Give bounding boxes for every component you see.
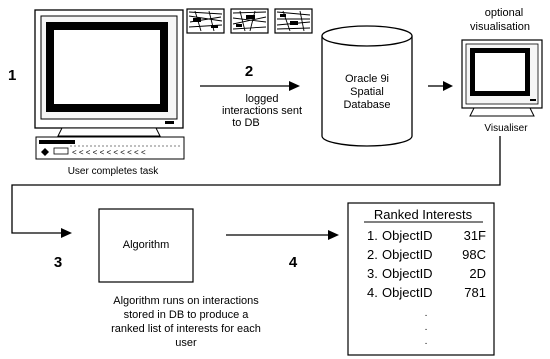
step-2-label: 2 xyxy=(245,63,253,80)
log-image-3 xyxy=(274,8,313,34)
arrow-to-ranked-list xyxy=(226,230,339,240)
arrow-to-database xyxy=(200,81,300,91)
ranked-interests-box xyxy=(347,202,495,356)
algorithm-description: Algorithm runs on interactions stored in… xyxy=(111,295,261,349)
arrow-to-visualiser xyxy=(428,81,453,91)
database-label: Oracle 9i Spatial Database xyxy=(343,73,390,111)
visualiser-caption: Visualiser xyxy=(484,123,528,134)
continuation-dot: · xyxy=(424,324,427,335)
transfer-line-3: to DB xyxy=(232,117,260,129)
connector-to-algorithm xyxy=(11,136,501,238)
ranked-interests-title: Ranked Interests xyxy=(374,207,473,222)
continuation-dot: · xyxy=(424,310,427,321)
ranked-continuation-dots: · · · xyxy=(424,310,427,349)
keyboard-icon: < < < < < < < < < < < xyxy=(35,136,185,160)
transfer-line-2: interactions sent xyxy=(222,105,302,117)
step-3-label: 3 xyxy=(54,254,62,271)
step-4-label: 4 xyxy=(289,254,298,271)
ranked-item-index: 3. xyxy=(367,266,378,281)
algorithm-desc-line-2: stored in DB to produce a xyxy=(124,309,250,321)
log-image-1 xyxy=(186,8,225,34)
visualiser-monitor-icon xyxy=(461,39,543,117)
algorithm-desc-line-4: user xyxy=(175,337,197,349)
ranked-item: 2. ObjectID 98C xyxy=(367,247,486,262)
ranked-item-name: ObjectID xyxy=(382,247,433,262)
ranked-item-name: ObjectID xyxy=(382,266,433,281)
transfer-caption: logged interactions sent to DB xyxy=(222,93,302,129)
ranked-item-name: ObjectID xyxy=(382,285,433,300)
ranked-interest-list: 1. ObjectID 31F 2. ObjectID 98C 3. Objec… xyxy=(367,228,486,349)
algorithm-box-label: Algorithm xyxy=(123,239,169,251)
transfer-line-1: logged xyxy=(245,93,278,105)
algorithm-desc-line-1: Algorithm runs on interactions xyxy=(113,295,259,307)
database-line-3: Database xyxy=(343,99,390,111)
ranked-item: 1. ObjectID 31F xyxy=(367,228,486,243)
log-image-2 xyxy=(230,8,269,34)
log-thumbnails xyxy=(186,8,313,34)
ranked-item-id: 2D xyxy=(469,266,486,281)
ranked-item-index: 1. xyxy=(367,228,378,243)
ranked-item-id: 98C xyxy=(462,247,486,262)
user-caption: User completes task xyxy=(68,166,160,177)
ranked-item-name: ObjectID xyxy=(382,228,433,243)
database-line-2: Spatial xyxy=(350,86,384,98)
algorithm-desc-line-3: ranked list of interests for each xyxy=(111,323,261,335)
database-line-1: Oracle 9i xyxy=(345,73,389,85)
ranked-item-index: 4. xyxy=(367,285,378,300)
svg-text:< < < < < < < < < < <: < < < < < < < < < < < xyxy=(72,148,146,157)
step-1-label: 1 xyxy=(8,67,16,84)
ranked-item-index: 2. xyxy=(367,247,378,262)
ranked-item: 3. ObjectID 2D xyxy=(367,266,486,281)
continuation-dot: · xyxy=(424,338,427,349)
visualiser-heading-line-2: visualisation xyxy=(470,21,530,33)
ranked-item-id: 31F xyxy=(464,228,486,243)
ranked-item-id: 781 xyxy=(464,285,486,300)
algorithm-box xyxy=(98,208,194,283)
ranked-item: 4. ObjectID 781 xyxy=(367,285,486,300)
user-workstation: < < < < < < < < < < < xyxy=(34,9,185,160)
database-cylinder-icon xyxy=(321,25,413,147)
visualiser-heading-line-1: optional xyxy=(485,7,524,19)
